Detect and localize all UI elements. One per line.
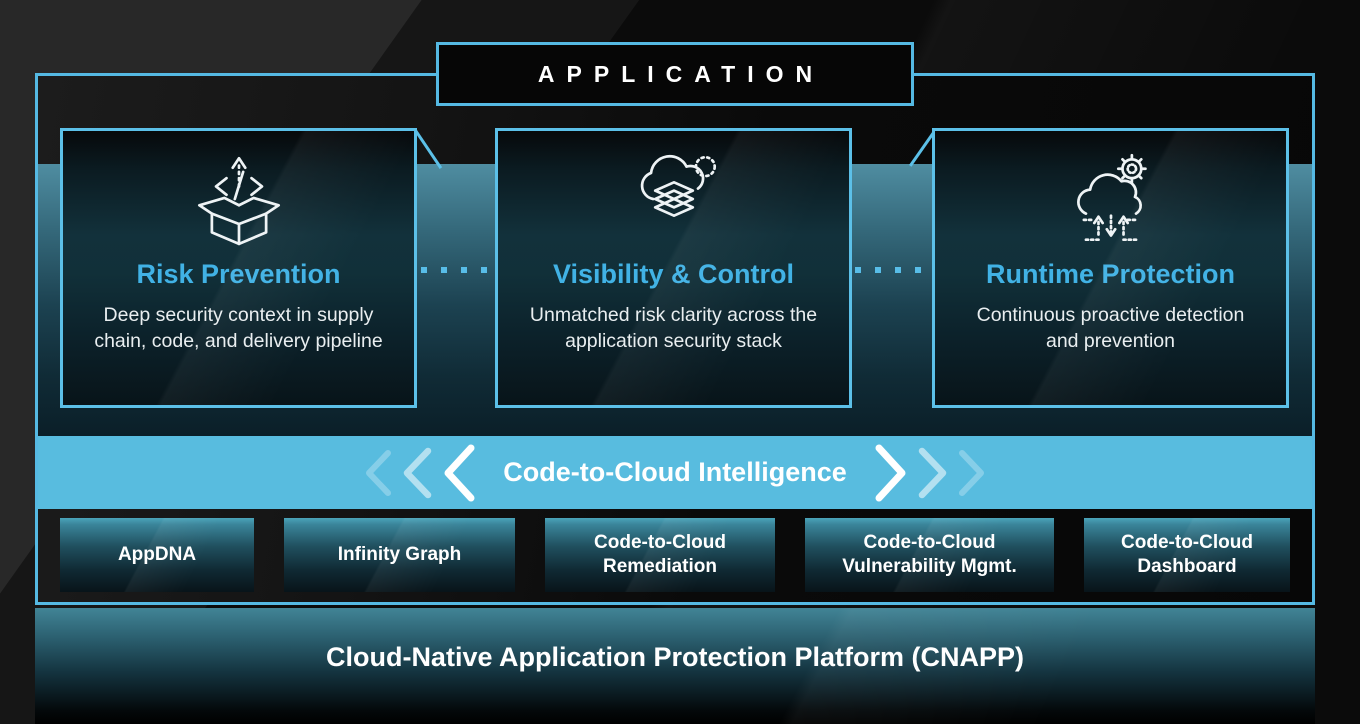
capability-box-code-to-cloud-dashboard: Code-to-Cloud Dashboard — [1084, 518, 1290, 592]
capability-box-code-to-cloud-remediation: Code-to-Cloud Remediation — [545, 518, 775, 592]
pillar-title: Visibility & Control — [552, 259, 795, 289]
application-banner: APPLICATION — [436, 42, 914, 106]
pillar-card-risk-prevention: Risk Prevention Deep security context in… — [60, 128, 417, 408]
pillar-title: Runtime Protection — [985, 259, 1235, 289]
pillar-description: Deep security context in supply chain, c… — [94, 304, 383, 352]
capability-label: Code-to-Cloud Remediation — [594, 532, 726, 577]
cloud-stack-icon — [618, 149, 730, 249]
pillar-title: Risk Prevention — [136, 259, 341, 289]
capability-label: AppDNA — [117, 544, 197, 566]
cnapp-footer-label: Cloud-Native Application Protection Plat… — [325, 641, 1025, 672]
pillar-description: Unmatched risk clarity across the applic… — [529, 304, 818, 352]
capability-box-appdna: AppDNA — [60, 518, 254, 592]
capability-label: Code-to-Cloud Vulnerability Mgmt. — [842, 532, 1017, 577]
cnapp-footer-bar: Cloud-Native Application Protection Plat… — [35, 608, 1315, 724]
capability-box-infinity-graph: Infinity Graph — [284, 518, 515, 592]
capability-label: Infinity Graph — [337, 544, 462, 566]
package-code-icon — [183, 149, 295, 249]
cloud-gear-icon — [1055, 149, 1167, 249]
left-chevrons-icon — [363, 444, 477, 502]
capability-row: AppDNA Infinity Graph Code-to-Cloud Reme… — [60, 518, 1290, 592]
code-to-cloud-banner: Code-to-Cloud Intelligence — [38, 436, 1312, 509]
pillar-card-visibility-control: Visibility & Control Unmatched risk clar… — [495, 128, 852, 408]
right-chevrons-icon — [873, 444, 987, 502]
dotted-connector — [855, 267, 930, 273]
pillar-description: Continuous proactive detection and preve… — [976, 304, 1245, 352]
capability-box-code-to-cloud-vulnerability-mgmt: Code-to-Cloud Vulnerability Mgmt. — [805, 518, 1054, 592]
dotted-connector — [421, 267, 493, 273]
capability-label: Code-to-Cloud Dashboard — [1121, 532, 1253, 577]
code-to-cloud-banner-label: Code-to-Cloud Intelligence — [503, 457, 847, 487]
application-banner-label: APPLICATION — [537, 60, 825, 87]
pillar-card-runtime-protection: Runtime Protection Continuous proactive … — [932, 128, 1289, 408]
